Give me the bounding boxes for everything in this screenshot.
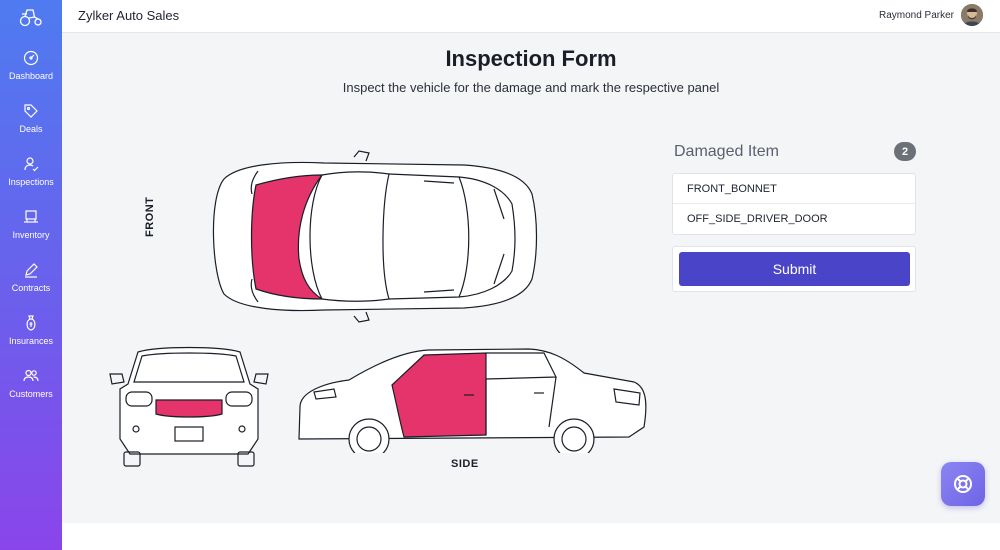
sidebar-item-deals[interactable]: Deals (0, 101, 62, 151)
insurance-icon (26, 315, 36, 331)
user-avatar-icon (961, 4, 983, 26)
damaged-count-badge: 2 (894, 142, 916, 161)
sidebar-item-insurances[interactable]: Insurances (0, 313, 62, 363)
list-item[interactable]: OFF_SIDE_DRIVER_DOOR (687, 213, 828, 225)
sidebar-item-label: Inventory (12, 230, 50, 240)
sidebar-item-label: Dashboard (8, 71, 54, 81)
damaged-items-header: Damaged Item 2 (672, 142, 917, 161)
front-view-label: FRONT (144, 196, 156, 237)
sidebar-item-contracts[interactable]: Contracts (0, 260, 62, 310)
page-title: Inspection Form (445, 46, 617, 71)
damage-panel-front-bonnet-front[interactable] (155, 399, 223, 418)
lifebuoy-icon (954, 475, 972, 493)
sidebar-item-label: Customers (9, 389, 53, 399)
car-front-view[interactable] (108, 344, 270, 468)
sidebar-item-inventory[interactable]: Inventory (0, 207, 62, 257)
tractor-logo-icon (19, 9, 42, 27)
damaged-items-title: Damaged Item (674, 143, 779, 160)
help-button[interactable] (941, 462, 985, 506)
page-subtitle: Inspect the vehicle for the damage and m… (342, 80, 720, 95)
user-name[interactable]: Raymond Parker (878, 10, 954, 21)
damaged-items-list: FRONT_BONNET OFF_SIDE_DRIVER_DOOR (672, 173, 916, 235)
damaged-items-panel: Damaged Item 2 FRONT_BONNET OFF_SIDE_DRI… (672, 142, 917, 292)
tag-icon (24, 104, 38, 118)
submit-card: Submit (672, 246, 916, 292)
list-item[interactable]: FRONT_BONNET (673, 174, 915, 204)
main-content: Inspection Form Inspect the vehicle for … (62, 33, 1000, 523)
submit-button[interactable]: Submit (679, 252, 910, 286)
top-bar: Zylker Auto Sales Raymond Parker (62, 0, 1000, 33)
inspection-icon (24, 157, 39, 172)
damage-panel-front-bonnet[interactable] (250, 174, 325, 300)
sidebar-item-customers[interactable]: Customers (0, 366, 62, 416)
sidebar-item-label: Contracts (11, 283, 51, 293)
dashboard-icon (23, 50, 39, 66)
inventory-icon (24, 210, 38, 223)
pen-icon (25, 263, 38, 278)
sidebar: Dashboard Deals Inspections Inventory Co… (0, 0, 62, 550)
app-logo[interactable] (0, 0, 62, 34)
bottom-strip (62, 523, 1000, 550)
app-title: Zylker Auto Sales (78, 8, 180, 23)
sidebar-item-dashboard[interactable]: Dashboard (0, 48, 62, 98)
sidebar-item-inspections[interactable]: Inspections (0, 154, 62, 204)
customers-icon (23, 369, 39, 382)
sidebar-item-label: Insurances (8, 336, 54, 346)
side-view-label: SIDE (451, 458, 479, 470)
car-top-view[interactable] (194, 149, 539, 324)
car-side-view[interactable] (294, 347, 650, 453)
sidebar-item-label: Deals (19, 124, 43, 134)
avatar[interactable] (961, 4, 983, 26)
sidebar-item-label: Inspections (8, 177, 54, 187)
